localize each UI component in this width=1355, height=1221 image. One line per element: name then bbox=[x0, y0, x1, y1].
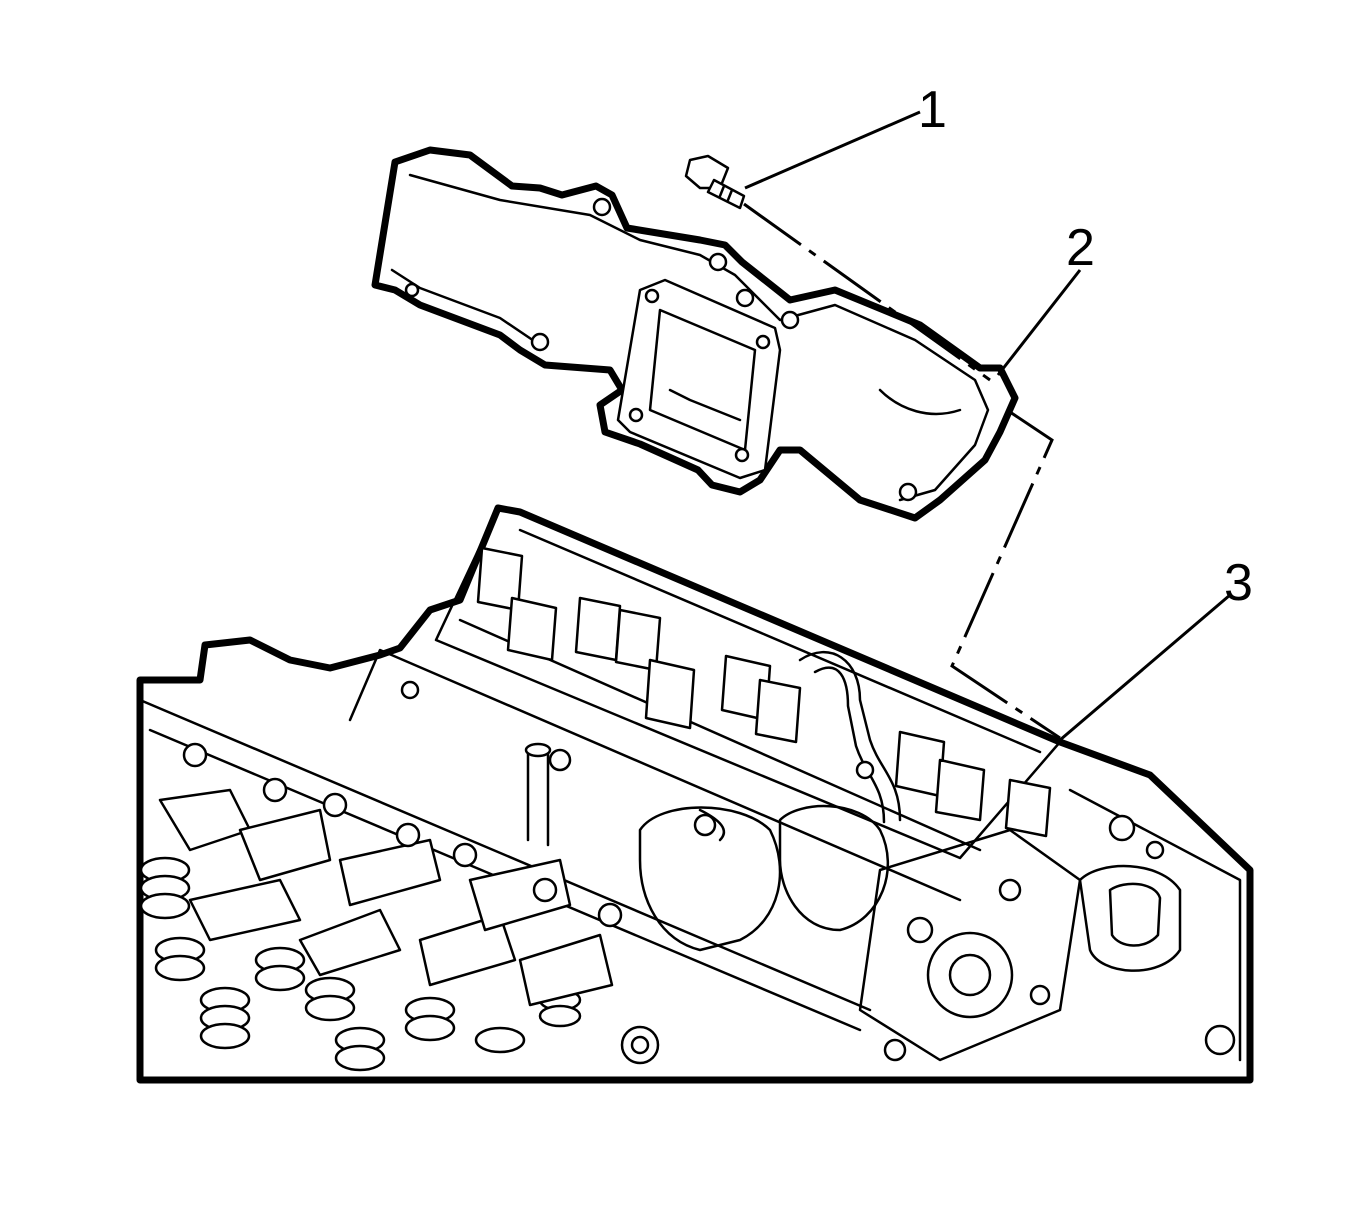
cylinder-head-assembly bbox=[136, 504, 1254, 1084]
intake-ports bbox=[476, 546, 1052, 838]
assembly-centerlines bbox=[743, 202, 1061, 740]
rocker-nuts bbox=[182, 680, 907, 1065]
callout-2: 2 bbox=[1066, 219, 1095, 277]
bolt bbox=[684, 154, 746, 210]
exhaust-manifold-gasket bbox=[371, 146, 1019, 522]
rocker-arms bbox=[158, 788, 614, 1007]
callout-1: 1 bbox=[918, 81, 947, 139]
callout-3: 3 bbox=[1224, 554, 1253, 612]
leader-lines bbox=[744, 110, 1231, 742]
valve-springs bbox=[139, 856, 582, 1072]
